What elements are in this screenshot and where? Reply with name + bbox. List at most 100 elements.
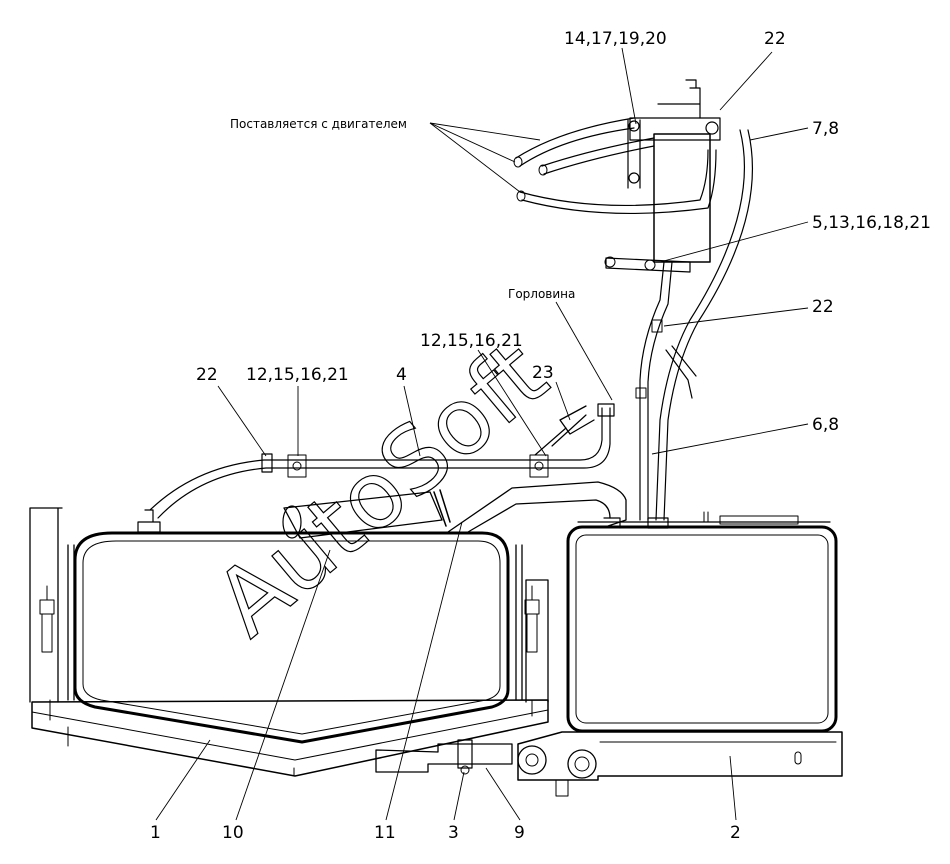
leader-4: [403, 385, 421, 457]
label-22-mid: 22: [812, 297, 834, 317]
right-tank-fittings: [603, 517, 669, 529]
filler-neck-assembly: [282, 405, 627, 539]
frame-bolts: [67, 726, 295, 777]
bracket-foot: [555, 779, 569, 797]
boss-right: [567, 749, 597, 779]
left-tank-body: [73, 531, 510, 744]
supplied-hose-1-end: [513, 156, 523, 168]
supplied-hose-1: [515, 117, 635, 167]
label-14-17-19-20: 14,17,19,20: [564, 29, 667, 49]
leader-14: [621, 47, 637, 125]
leader-22-left: [217, 385, 267, 457]
filter-bracket: [627, 119, 641, 189]
label-23: 23: [532, 363, 554, 383]
line-7-8-a: [655, 129, 745, 521]
leader-5-13: [659, 221, 809, 263]
rod-element: [433, 489, 451, 527]
fitting-top: [597, 403, 615, 417]
left-side-frame: [29, 507, 63, 703]
leader-supplied-3: [429, 122, 521, 193]
filter-cylinder: [283, 491, 443, 539]
label-2: 2: [730, 823, 741, 843]
leader-12-right: [477, 349, 547, 457]
right-bolt: [526, 585, 538, 653]
filter-body: [653, 133, 711, 263]
note-supplied-with-engine: Поставляется с двигателем: [230, 117, 407, 131]
note-filler-neck: Горловина: [508, 287, 575, 301]
clamp-left-hole: [292, 461, 302, 471]
lower-bracket-bolt-left: [604, 256, 616, 268]
clamp-left: [287, 454, 307, 478]
side-arm: [665, 345, 697, 399]
filter-valve: [705, 121, 719, 135]
leader-22-top: [719, 51, 773, 111]
leader-1: [155, 739, 211, 821]
right-bolt-head: [524, 599, 540, 615]
supplied-hoses: [513, 117, 717, 215]
filter-cylinder-end: [282, 505, 302, 539]
right-tank-strip: [719, 515, 799, 525]
leader-filler: [555, 301, 613, 401]
label-22-left: 22: [196, 365, 218, 385]
label-7-8: 7,8: [812, 119, 839, 139]
right-tank-inner: [575, 534, 829, 724]
label-4: 4: [396, 365, 407, 385]
label-10: 10: [222, 823, 244, 843]
supplied-hose-2-end: [538, 164, 548, 176]
fuel-line-inner: [157, 407, 611, 519]
label-9: 9: [514, 823, 525, 843]
label-12-15-16-21-left: 12,15,16,21: [246, 365, 349, 385]
leader-7-8: [749, 127, 809, 141]
label-22-top: 22: [764, 29, 786, 49]
label-12-15-16-21-right: 12,15,16,21: [420, 331, 523, 351]
leader-9: [485, 767, 521, 821]
bracket-slot: [794, 751, 802, 765]
leader-lines: [155, 47, 809, 821]
filter-head: [629, 117, 721, 141]
leader-6-8: [651, 423, 809, 455]
right-bracket: [517, 731, 843, 781]
filler-hose-lower: [467, 499, 611, 533]
lower-bracket-bolt-right: [644, 259, 656, 271]
left-bolt-head: [39, 599, 55, 615]
line-7-8-b: [663, 129, 753, 521]
label-5-13-16-18-21: 5,13,16,18,21: [812, 213, 931, 233]
label-11: 11: [374, 823, 396, 843]
leader-23: [555, 381, 571, 421]
neck-cap: [559, 405, 595, 435]
drain-valve: [457, 739, 473, 769]
leader-supplied-2: [429, 122, 516, 163]
right-tank-body: [566, 525, 838, 733]
neck-pipe: [534, 414, 587, 456]
leader-11: [385, 521, 463, 821]
boss-left-bolt: [525, 753, 539, 767]
callout-labels: Поставляется с двигателем Горловина 14,1…: [150, 29, 931, 843]
left-strap-left: [67, 544, 75, 701]
label-3: 3: [448, 823, 459, 843]
filter-bolt-bottom: [628, 172, 640, 184]
left-strap-right: [515, 544, 523, 701]
boss-left: [517, 745, 547, 775]
fitting-left: [261, 453, 273, 473]
line-6-8-b: [647, 261, 673, 521]
boss-right-hole: [574, 756, 590, 772]
supplied-hose-2: [541, 137, 655, 175]
leader-10: [235, 549, 331, 821]
left-fuel-line: [149, 403, 615, 519]
label-1: 1: [150, 823, 161, 843]
fuel-line-outer: [149, 407, 603, 511]
left-tank-fitting: [137, 509, 161, 533]
filter-housing: [604, 79, 721, 273]
line-6-8-a: [639, 261, 665, 521]
vertical-lines: [635, 129, 753, 521]
right-tank-assembly: [375, 511, 843, 797]
label-6-8: 6,8: [812, 415, 839, 435]
clamp-right: [529, 454, 549, 478]
right-tank-stud: [703, 511, 709, 523]
supplied-hose-3-end: [516, 190, 526, 202]
left-tank-inner: [82, 540, 501, 735]
drain-block: [375, 743, 513, 773]
leader-22-mid: [663, 307, 809, 327]
left-tank-assembly: [29, 507, 549, 777]
